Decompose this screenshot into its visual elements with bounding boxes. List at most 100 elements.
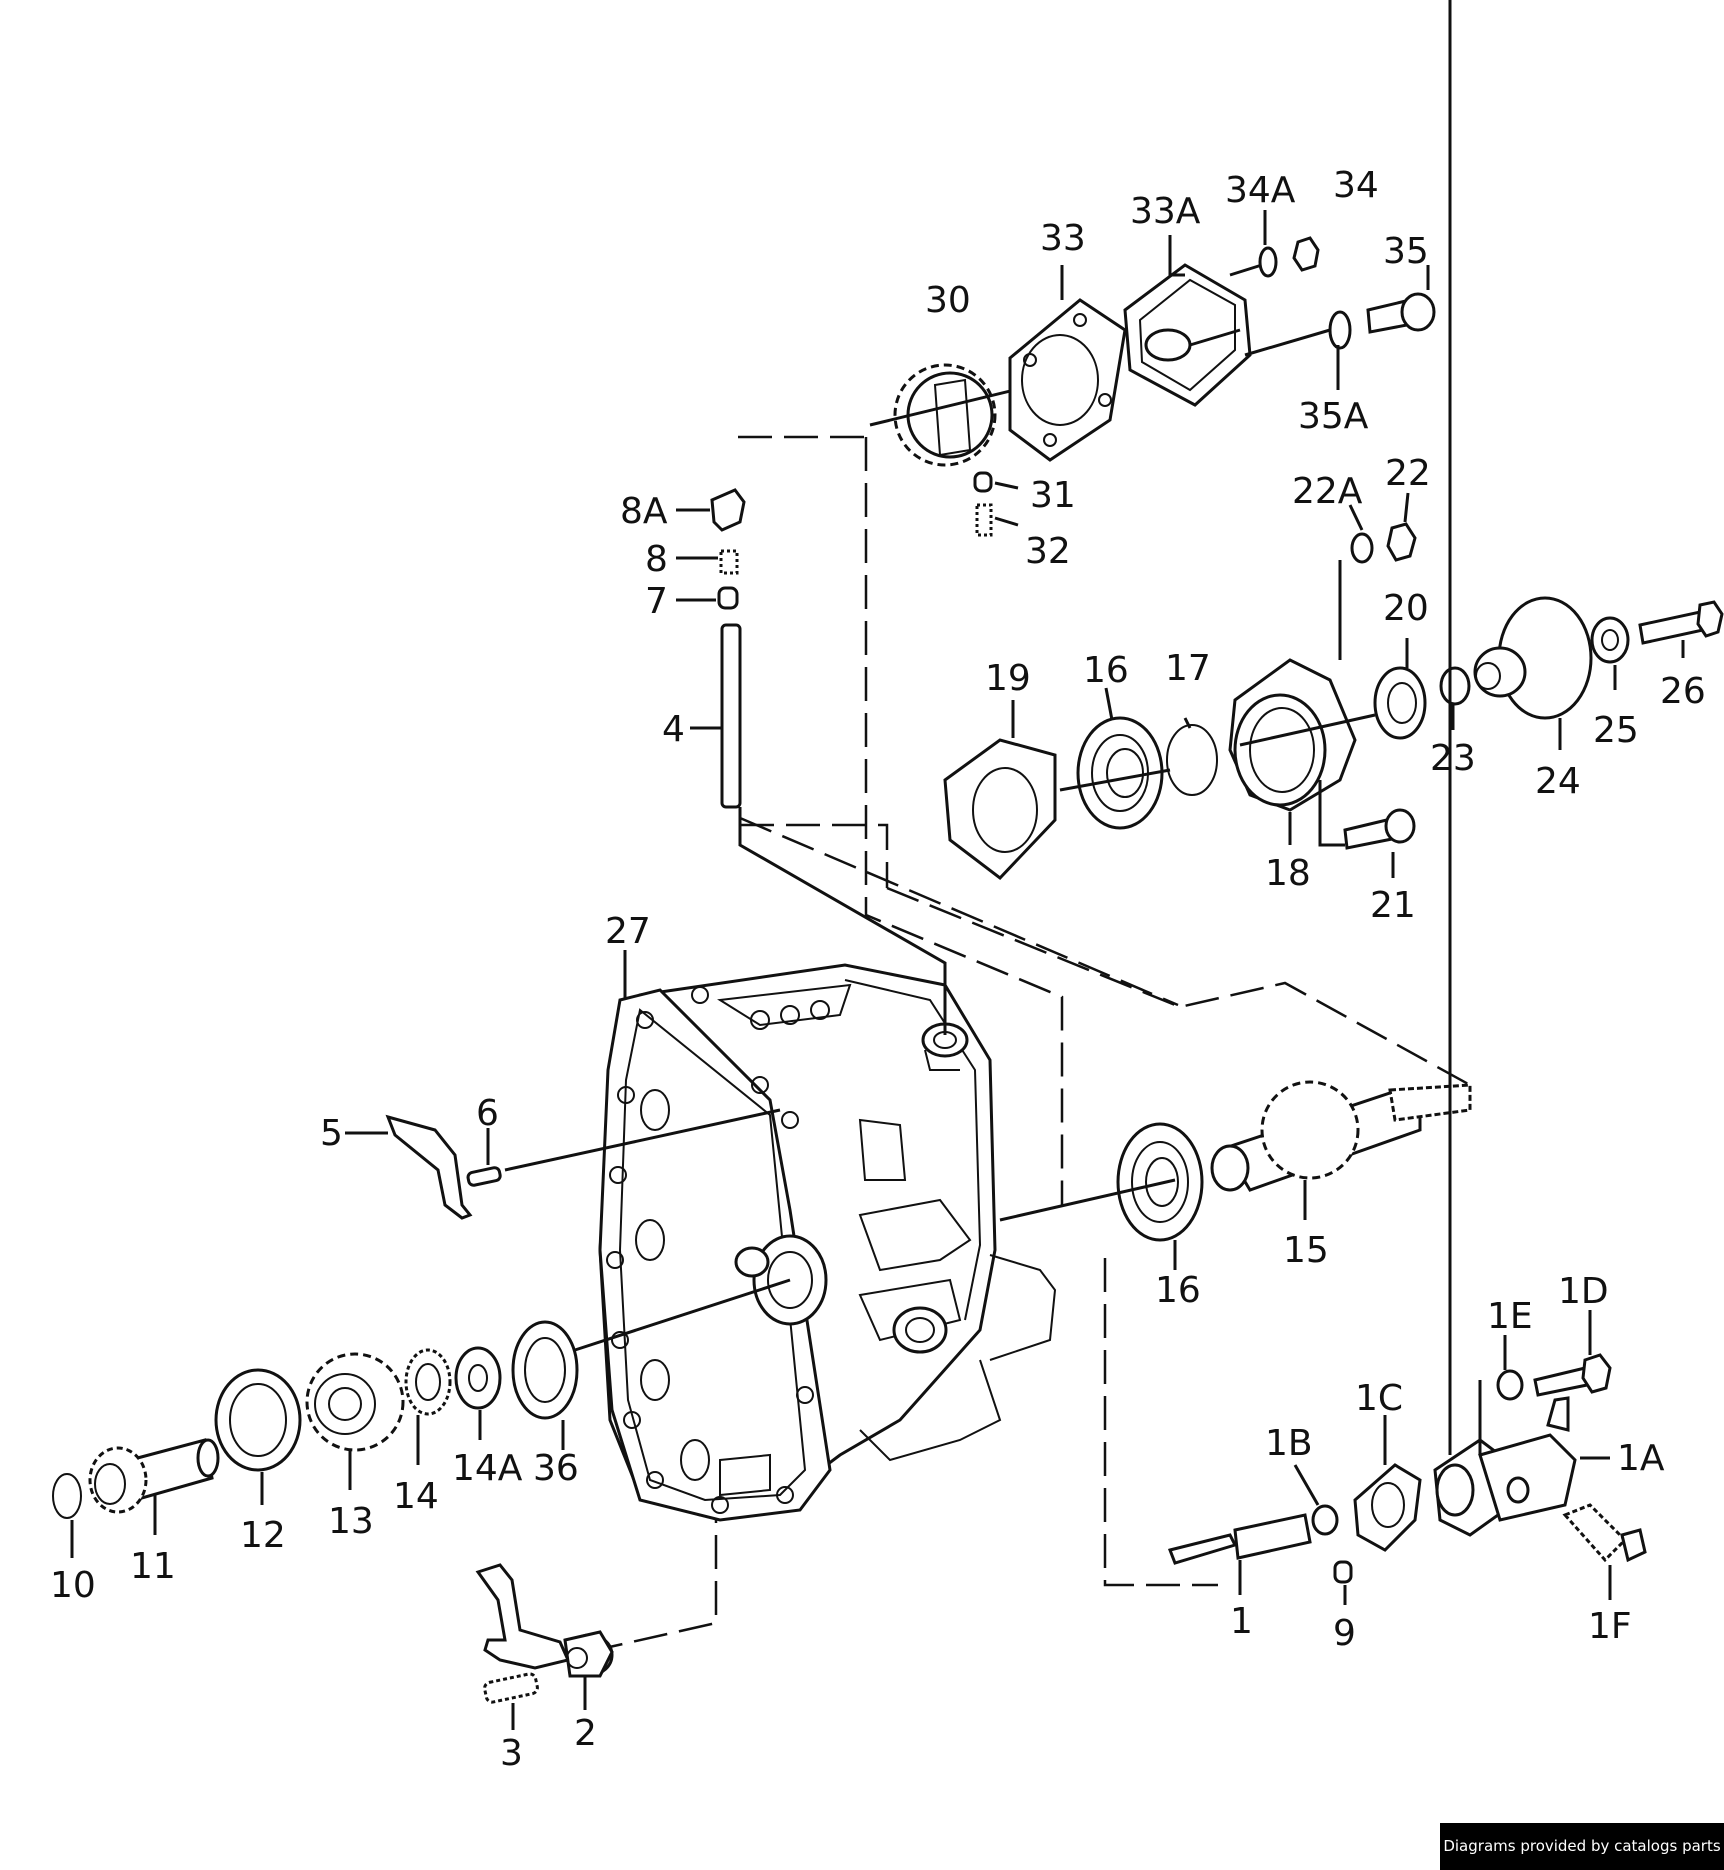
- slave-cylinder-1A: [1433, 1396, 1577, 1537]
- label-17: 17: [1165, 648, 1211, 689]
- label-35A: 35A: [1298, 396, 1369, 437]
- label-22A: 22A: [1292, 471, 1363, 512]
- label-16-upper: 16: [1083, 650, 1129, 691]
- bleeder-1F: [1562, 1503, 1647, 1563]
- label-21: 21: [1370, 885, 1416, 926]
- washer-22A: [1350, 532, 1374, 564]
- gasket-33: [1008, 298, 1127, 462]
- label-12: 12: [240, 1515, 286, 1556]
- nut-22: [1386, 522, 1417, 562]
- label-34A: 34A: [1225, 170, 1296, 211]
- pin-9: [1333, 1560, 1353, 1584]
- gear-13: [305, 1352, 405, 1452]
- label-25: 25: [1593, 710, 1639, 751]
- label-9: 9: [1333, 1613, 1356, 1654]
- label-5: 5: [320, 1113, 343, 1154]
- screw-3: [483, 1672, 539, 1704]
- pin-7: [717, 586, 739, 610]
- label-10: 10: [50, 1565, 96, 1606]
- label-35: 35: [1383, 231, 1429, 272]
- label-7: 7: [645, 581, 668, 622]
- spring-8: [719, 549, 739, 575]
- gasket-1C: [1353, 1463, 1422, 1552]
- gearbox-housing: [598, 963, 1057, 1522]
- label-33: 33: [1040, 218, 1086, 259]
- label-16-lower: 16: [1155, 1270, 1201, 1311]
- bearing-16-lower: [999, 1122, 1204, 1242]
- gear-30: [869, 363, 1036, 467]
- diagram-credit: Diagrams provided by catalogs parts: [1440, 1823, 1724, 1870]
- circlip-10: [52, 1473, 82, 1519]
- part-labels: 1 1A 1B 1C 1D 1E 1F 2 3 4 5 6 7 8 8A 9 1…: [50, 165, 1706, 1774]
- label-24: 24: [1535, 761, 1581, 802]
- gasket-19: [943, 738, 1057, 881]
- pin-6: [466, 1166, 502, 1187]
- label-11: 11: [130, 1546, 176, 1587]
- label-23: 23: [1430, 738, 1476, 779]
- bearing-36: [511, 1278, 791, 1420]
- assembly-guide-lines: [604, 435, 1471, 1650]
- label-1D: 1D: [1558, 1271, 1609, 1312]
- flange-24: [1473, 596, 1593, 720]
- shift-rod-4: [720, 623, 742, 809]
- washer-35A: [1328, 310, 1352, 350]
- label-1B: 1B: [1265, 1423, 1313, 1464]
- seal-20: [1373, 666, 1427, 740]
- gear-shaft-11: [88, 1438, 220, 1514]
- housing-bolt-holes: [606, 986, 814, 1514]
- label-18: 18: [1265, 853, 1311, 894]
- spring-32: [975, 503, 993, 537]
- washer-1E: [1496, 1369, 1524, 1401]
- bolt-26: [1638, 600, 1724, 645]
- washer-25: [1590, 616, 1630, 664]
- label-1A: 1A: [1617, 1438, 1665, 1479]
- label-34: 34: [1333, 165, 1379, 206]
- label-1E: 1E: [1487, 1296, 1533, 1337]
- label-14A: 14A: [452, 1448, 523, 1489]
- label-22: 22: [1385, 453, 1431, 494]
- circlip-17: [1166, 724, 1218, 796]
- label-26: 26: [1660, 671, 1706, 712]
- needle-bearing-14: [404, 1348, 452, 1416]
- cover-33A: [1123, 262, 1331, 407]
- label-36: 36: [533, 1448, 579, 1489]
- label-6: 6: [476, 1093, 499, 1134]
- flange-housing-18: [1228, 658, 1376, 812]
- label-8: 8: [645, 539, 668, 580]
- label-20: 20: [1383, 588, 1429, 629]
- ring-23: [1439, 666, 1471, 706]
- bolt-1D: [1533, 1353, 1612, 1397]
- ring-14A: [454, 1346, 502, 1410]
- label-14: 14: [393, 1476, 439, 1517]
- nut-34: [1292, 236, 1320, 272]
- label-2: 2: [574, 1713, 597, 1754]
- bolt-35: [1366, 292, 1436, 334]
- label-27: 27: [605, 911, 651, 952]
- plug-8A: [710, 488, 746, 532]
- label-13: 13: [328, 1501, 374, 1542]
- plate-5: [385, 1114, 473, 1220]
- label-19: 19: [985, 658, 1031, 699]
- label-4: 4: [662, 709, 685, 750]
- washer-34A: [1258, 246, 1278, 278]
- bearing-16-upper: [1059, 716, 1171, 830]
- shaft-15: [1210, 1080, 1472, 1192]
- label-3: 3: [500, 1733, 523, 1774]
- ring-1B: [1311, 1504, 1339, 1536]
- synchro-12: [214, 1368, 302, 1472]
- shift-fork-2: [475, 1563, 614, 1678]
- label-32: 32: [1025, 531, 1071, 572]
- label-1: 1: [1230, 1601, 1253, 1642]
- pin-31: [973, 471, 993, 493]
- shaft-1: [1167, 1513, 1312, 1565]
- bolt-21: [1343, 808, 1416, 850]
- label-1C: 1C: [1355, 1378, 1403, 1419]
- label-33A: 33A: [1130, 191, 1201, 232]
- label-30: 30: [925, 280, 971, 321]
- leader-lines: [70, 0, 1685, 1730]
- label-31: 31: [1030, 475, 1076, 516]
- label-15: 15: [1283, 1230, 1329, 1271]
- label-1F: 1F: [1588, 1606, 1632, 1647]
- label-8A: 8A: [620, 491, 668, 532]
